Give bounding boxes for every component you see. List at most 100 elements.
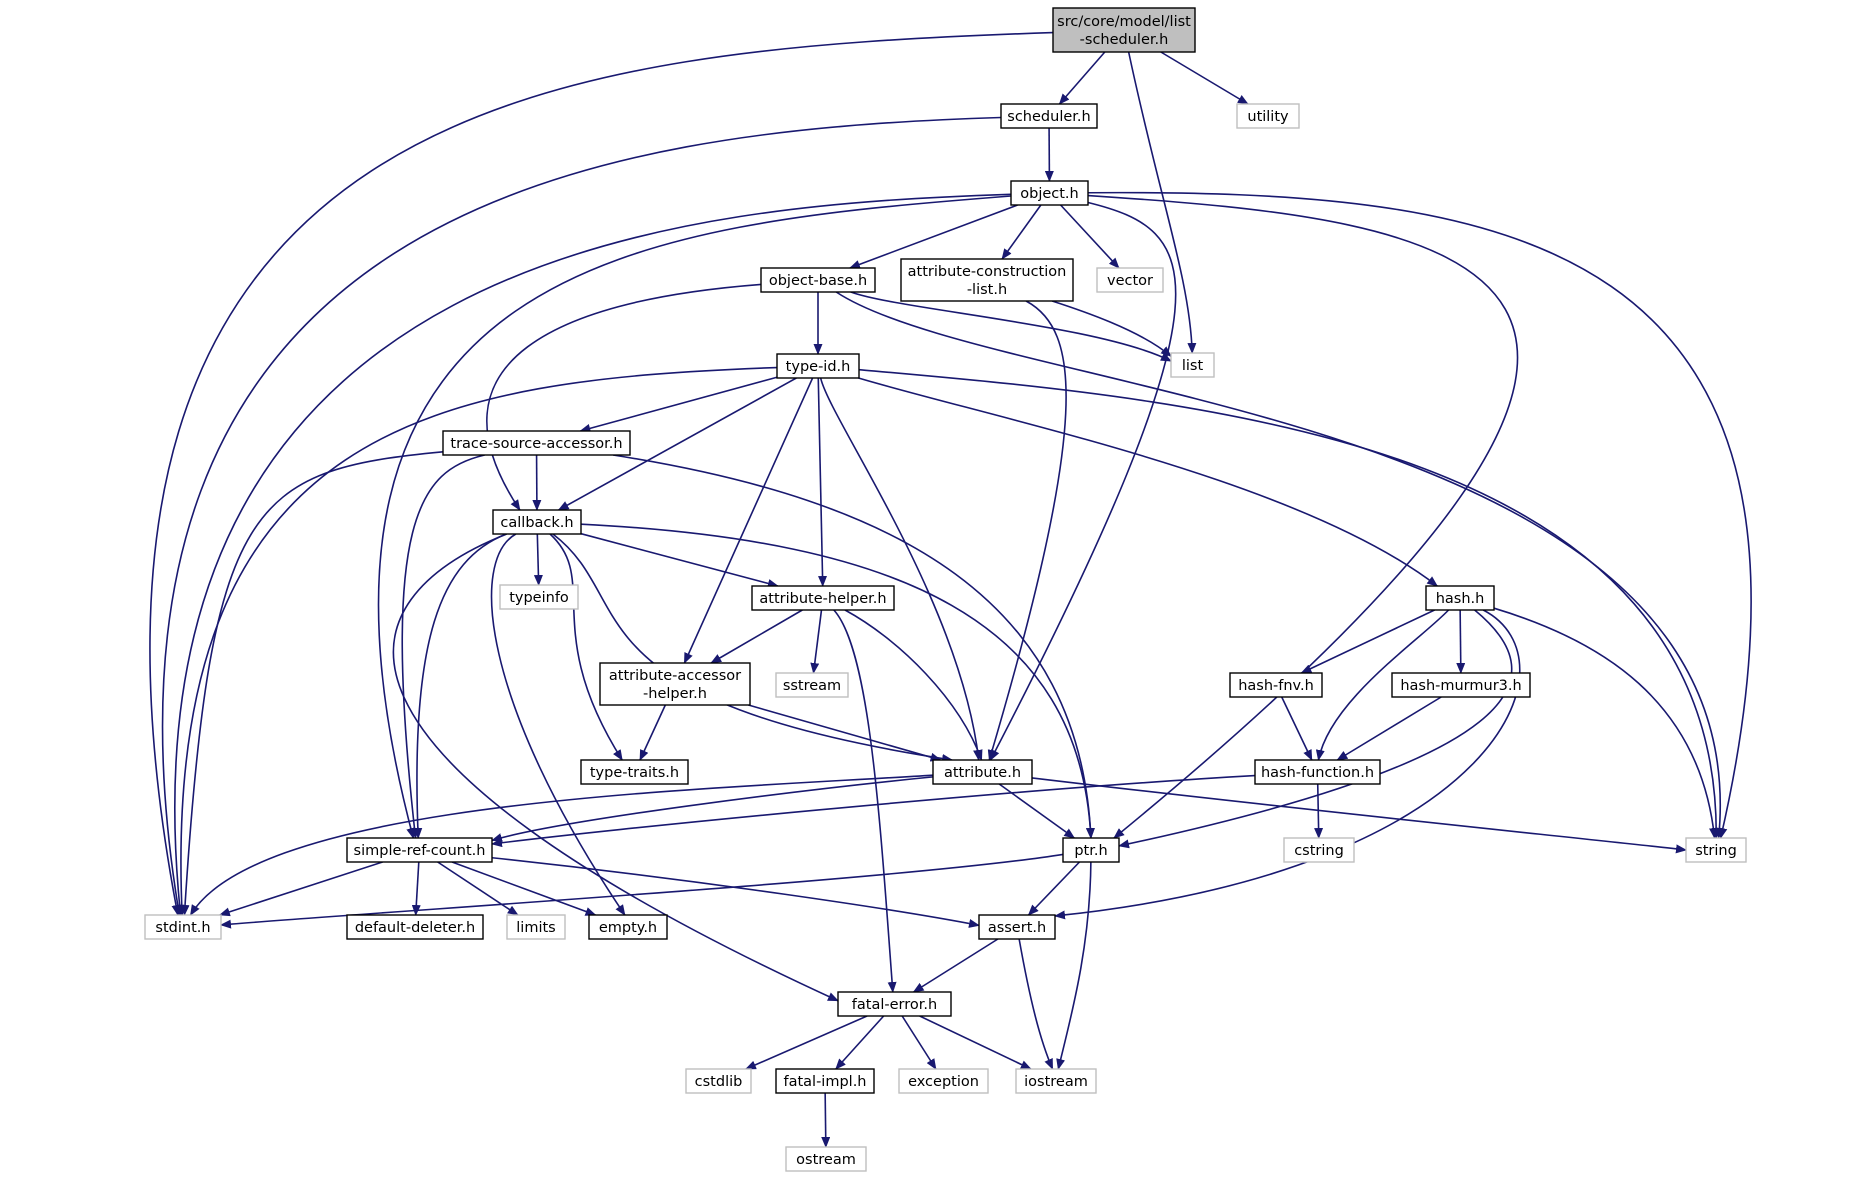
node-ptr[interactable]: ptr.h bbox=[1062, 837, 1120, 863]
edge-attr_helper-sstream bbox=[810, 609, 823, 674]
edge-type_id-trace_src bbox=[579, 376, 778, 433]
node-box bbox=[346, 837, 493, 863]
edge-scheduler-stdint bbox=[161, 116, 1002, 916]
edge-callback-attr_helper bbox=[580, 532, 779, 588]
edge-type_id-callback bbox=[557, 377, 797, 511]
node-label: scheduler.h bbox=[1007, 109, 1090, 125]
node-sstream: sstream bbox=[775, 672, 849, 698]
node-label: type-id.h bbox=[786, 359, 851, 375]
edge-ptr-stdint bbox=[220, 853, 1064, 929]
edge-object-ptr bbox=[1087, 194, 1519, 839]
node-callback[interactable]: callback.h bbox=[492, 509, 582, 535]
node-trace-src[interactable]: trace-source-accessor.h bbox=[442, 430, 631, 456]
edge-callback-attribute bbox=[552, 533, 954, 763]
node-box bbox=[499, 584, 579, 610]
edge-hash-hash_murmur bbox=[1456, 609, 1466, 674]
edge-simple_ref-default_del bbox=[411, 861, 421, 916]
node-label: hash-function.h bbox=[1261, 765, 1374, 781]
node-hash-fn[interactable]: hash-function.h bbox=[1254, 759, 1381, 785]
edge-attr_helper-fatal_error bbox=[833, 609, 897, 993]
node-label: attribute.h bbox=[944, 765, 1021, 781]
node-type-traits[interactable]: type-traits.h bbox=[580, 759, 689, 785]
node-fatal-error[interactable]: fatal-error.h bbox=[837, 991, 952, 1017]
edge-hash-hash_fn bbox=[1315, 609, 1450, 761]
node-box bbox=[580, 759, 689, 785]
node-box bbox=[1685, 837, 1747, 863]
node-attr-acc[interactable]: attribute-accessor -helper.h bbox=[599, 662, 751, 706]
node-label: object-base.h bbox=[769, 273, 867, 289]
node-label: trace-source-accessor.h bbox=[450, 436, 622, 452]
edge-fatal_error-fatal_impl bbox=[835, 1015, 885, 1070]
edge-simple_ref-limits bbox=[437, 861, 519, 916]
node-box bbox=[1236, 103, 1300, 129]
node-label: type-traits.h bbox=[590, 765, 679, 781]
node-box bbox=[1096, 267, 1164, 293]
node-label: vector bbox=[1107, 273, 1153, 289]
edge-callback-empty bbox=[490, 533, 626, 916]
node-exception: exception bbox=[898, 1068, 989, 1094]
node-scheduler[interactable]: scheduler.h bbox=[1000, 103, 1098, 129]
node-box bbox=[900, 258, 1074, 302]
node-fatal-impl[interactable]: fatal-impl.h bbox=[775, 1068, 875, 1094]
node-box bbox=[1015, 1068, 1097, 1094]
node-box bbox=[837, 991, 952, 1017]
node-box bbox=[685, 1068, 752, 1094]
node-box bbox=[1010, 180, 1089, 206]
edge-object-string bbox=[1087, 191, 1752, 839]
edge-type_id-string bbox=[858, 368, 1721, 839]
edge-callback-simple_ref bbox=[413, 533, 507, 839]
edge-simple_ref-assert bbox=[491, 856, 980, 928]
node-empty[interactable]: empty.h bbox=[588, 914, 668, 940]
node-assert[interactable]: assert.h bbox=[978, 914, 1056, 940]
node-attr-helper[interactable]: attribute-helper.h bbox=[751, 585, 895, 611]
node-label: -helper.h bbox=[643, 686, 707, 702]
node-label: ptr.h bbox=[1074, 843, 1107, 859]
node-ostream: ostream bbox=[785, 1146, 867, 1172]
node-box bbox=[1000, 103, 1098, 129]
node-default-del[interactable]: default-deleter.h bbox=[346, 914, 484, 940]
edge-object-vector bbox=[1060, 204, 1120, 269]
node-label: fatal-impl.h bbox=[783, 1074, 866, 1090]
node-label: src/core/model/list bbox=[1057, 14, 1191, 30]
edge-simple_ref-empty bbox=[451, 861, 597, 916]
node-object-base[interactable]: object-base.h bbox=[760, 267, 876, 293]
edge-attribute-simple_ref bbox=[491, 776, 934, 842]
edge-type_id-stdint bbox=[177, 366, 778, 916]
edge-type_id-attribute bbox=[819, 377, 983, 761]
node-label: iostream bbox=[1024, 1074, 1088, 1090]
node-hash[interactable]: hash.h bbox=[1425, 585, 1495, 611]
edge-object-attr_cons bbox=[1001, 204, 1042, 260]
edge-ptr-assert bbox=[1027, 861, 1081, 916]
edge-object_base-string bbox=[835, 291, 1725, 839]
edge-fatal_error-cstdlib bbox=[745, 1015, 868, 1070]
node-attribute[interactable]: attribute.h bbox=[932, 759, 1033, 785]
edge-attr_cons-list bbox=[1051, 300, 1172, 357]
node-label: -list.h bbox=[967, 282, 1007, 298]
node-simple-ref[interactable]: simple-ref-count.h bbox=[346, 837, 493, 863]
node-hash-murmur[interactable]: hash-murmur3.h bbox=[1391, 672, 1531, 698]
node-box bbox=[1425, 585, 1495, 611]
node-hash-fnv[interactable]: hash-fnv.h bbox=[1229, 672, 1323, 698]
edge-hash-ptr bbox=[1118, 609, 1513, 849]
edge-callback-ptr bbox=[580, 523, 1095, 839]
node-label: attribute-accessor bbox=[609, 668, 741, 684]
edge-fatal_impl-ostream bbox=[821, 1092, 831, 1148]
node-object[interactable]: object.h bbox=[1010, 180, 1089, 206]
node-box bbox=[776, 353, 860, 379]
node-box bbox=[1170, 352, 1215, 378]
node-label: hash-murmur3.h bbox=[1400, 678, 1521, 694]
edge-attr_acc-attribute bbox=[748, 704, 942, 762]
node-type-id[interactable]: type-id.h bbox=[776, 353, 860, 379]
node-box bbox=[751, 585, 895, 611]
node-attr-cons[interactable]: attribute-construction-list.h bbox=[900, 258, 1074, 302]
node-label: object.h bbox=[1020, 186, 1078, 202]
node-root[interactable]: src/core/model/list-scheduler.h bbox=[1052, 7, 1196, 53]
node-label: limits bbox=[516, 920, 555, 936]
edge-type_id-hash bbox=[858, 377, 1439, 587]
node-box bbox=[898, 1068, 989, 1094]
node-list: list bbox=[1170, 352, 1215, 378]
edge-layer bbox=[149, 31, 1752, 1148]
node-utility: utility bbox=[1236, 103, 1300, 129]
edge-root-scheduler bbox=[1058, 51, 1106, 105]
